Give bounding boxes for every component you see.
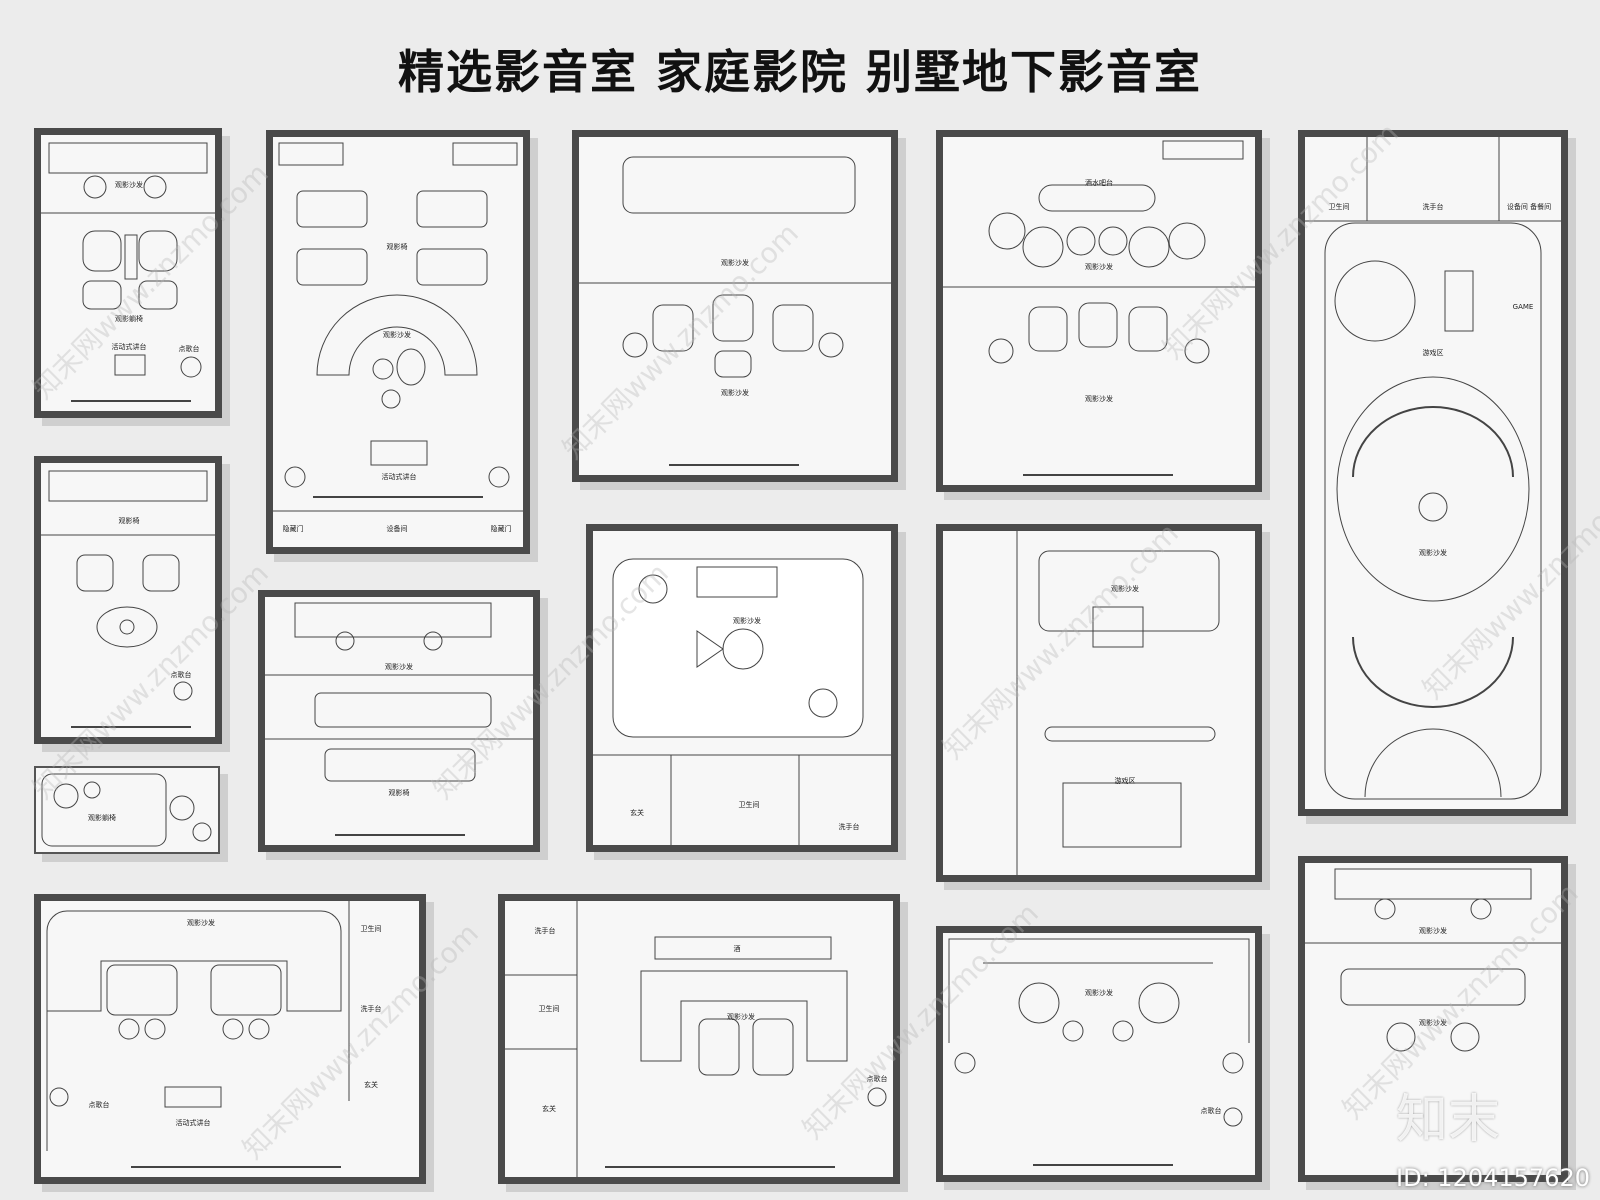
page-title: 精选影音室 家庭影院 别墅地下影音室 — [397, 45, 1203, 99]
label-viewing-chair: 观影椅 — [386, 243, 408, 251]
label-viewing-sofa: 观影沙发 — [187, 919, 215, 927]
floor-plan-6: 观影沙发 观影沙发 — [572, 130, 898, 482]
label-viewing-sofa: 观影沙发 — [383, 331, 411, 339]
plan-6-drawing — [579, 156, 891, 466]
label-viewing-sofa: 观影沙发 — [1085, 989, 1113, 997]
plan-8-drawing — [1305, 137, 1561, 800]
label-wash-basin: 洗手台 — [534, 927, 556, 935]
plan-1-drawing — [41, 142, 215, 402]
label-recliner: 观影躺椅 — [88, 814, 116, 822]
label-equipment-room: 设备间 — [386, 525, 408, 533]
floor-plan-12: 洗手台 酒 卫生间 观影沙发 玄关 点歌台 — [498, 894, 900, 1184]
label-karaoke: 点歌台 — [170, 671, 192, 679]
floor-plan-1: 观影沙发 观影躺椅 活动式讲台 点歌台 — [34, 128, 222, 418]
label-entrance: 玄关 — [630, 809, 644, 817]
floor-plan-5: 观影沙发 观影椅 — [258, 590, 540, 852]
label-viewing-sofa: 观影沙发 — [727, 1013, 755, 1021]
floor-plan-13: 观影沙发 点歌台 — [936, 926, 1262, 1182]
floor-plan-14: 观影沙发 观影沙发 — [1298, 856, 1568, 1182]
label-wine: 酒 — [733, 945, 741, 953]
label-bar: 酒水吧台 — [1085, 179, 1113, 187]
label-karaoke: 点歌台 — [88, 1101, 110, 1109]
label-equipment-pantry: 设备间 备餐间 — [1506, 203, 1552, 211]
image-id: ID: 1204157620 — [1396, 1164, 1590, 1192]
plan-12-drawing — [505, 901, 887, 1177]
label-wash-basin: 洗手台 — [1422, 203, 1444, 211]
label-viewing-chair: 观影椅 — [388, 789, 410, 797]
plan-2-drawing — [41, 470, 215, 728]
label-viewing-sofa: 观影沙发 — [733, 617, 761, 625]
plan-9-drawing — [593, 558, 891, 845]
plan-10-drawing — [1016, 531, 1220, 875]
label-podium: 活动式讲台 — [381, 473, 417, 481]
label-viewing-sofa: 观影沙发 — [1085, 263, 1113, 271]
label-hidden-door: 隐藏门 — [490, 525, 512, 533]
label-restroom: 卫生间 — [360, 925, 382, 933]
label-restroom: 卫生间 — [538, 1005, 560, 1013]
floor-plan-8: 卫生间 洗手台 设备间 备餐间 GAME 游戏区 观影沙发 — [1298, 130, 1568, 816]
label-game-area: 游戏区 — [1114, 777, 1136, 785]
floor-plan-3: 观影躺椅 — [34, 766, 220, 854]
label-game: GAME — [1512, 303, 1534, 311]
label-viewing-chair: 观影椅 — [118, 517, 140, 525]
label-karaoke: 点歌台 — [178, 345, 200, 353]
label-viewing-sofa: 观影沙发 — [1419, 927, 1447, 935]
label-viewing-sofa: 观影沙发 — [385, 663, 413, 671]
plan-7-drawing — [943, 140, 1255, 476]
label-hidden-door: 隐藏门 — [282, 525, 304, 533]
plan-13-drawing — [948, 938, 1250, 1166]
floor-plan-11: 观影沙发 卫生间 洗手台 点歌台 活动式讲台 玄关 — [34, 894, 426, 1184]
brand-logo: 知末 — [1395, 1090, 1500, 1150]
label-restroom: 卫生间 — [1328, 203, 1350, 211]
label-viewing-sofa: 观影沙发 — [115, 181, 143, 189]
plan-5-drawing — [265, 602, 533, 836]
label-viewing-sofa: 观影沙发 — [1085, 395, 1113, 403]
floor-plan-10: 观影沙发 游戏区 — [936, 524, 1262, 882]
plan-4-drawing — [273, 142, 523, 512]
label-podium: 活动式讲台 — [111, 343, 147, 351]
label-game-area: 游戏区 — [1422, 349, 1444, 357]
floor-plan-4: 观影椅 观影沙发 活动式讲台 隐藏门 设备间 隐藏门 — [266, 130, 530, 554]
plan-11-drawing — [46, 901, 350, 1168]
label-viewing-sofa: 观影沙发 — [721, 259, 749, 267]
label-restroom: 卫生间 — [738, 801, 760, 809]
label-viewing-sofa: 观影沙发 — [1419, 549, 1447, 557]
label-viewing-sofa: 观影沙发 — [1111, 585, 1139, 593]
label-entrance: 玄关 — [542, 1105, 556, 1113]
plan-3-drawing — [41, 773, 212, 847]
label-karaoke: 点歌台 — [866, 1075, 888, 1083]
floor-plan-9: 观影沙发 卫生间 玄关 洗手台 — [586, 524, 898, 852]
label-viewing-sofa: 观影沙发 — [721, 389, 749, 397]
label-recliner: 观影躺椅 — [115, 315, 143, 323]
floor-plan-7: 酒水吧台 观影沙发 观影沙发 — [936, 130, 1262, 492]
label-podium: 活动式讲台 — [175, 1119, 211, 1127]
floor-plan-2: 观影椅 点歌台 — [34, 456, 222, 744]
label-wash-basin: 洗手台 — [838, 823, 860, 831]
label-viewing-sofa: 观影沙发 — [1419, 1019, 1447, 1027]
label-entrance: 玄关 — [364, 1081, 378, 1089]
plan-14-drawing — [1305, 868, 1561, 1052]
label-karaoke: 点歌台 — [1200, 1107, 1222, 1115]
label-wash-basin: 洗手台 — [360, 1005, 382, 1013]
